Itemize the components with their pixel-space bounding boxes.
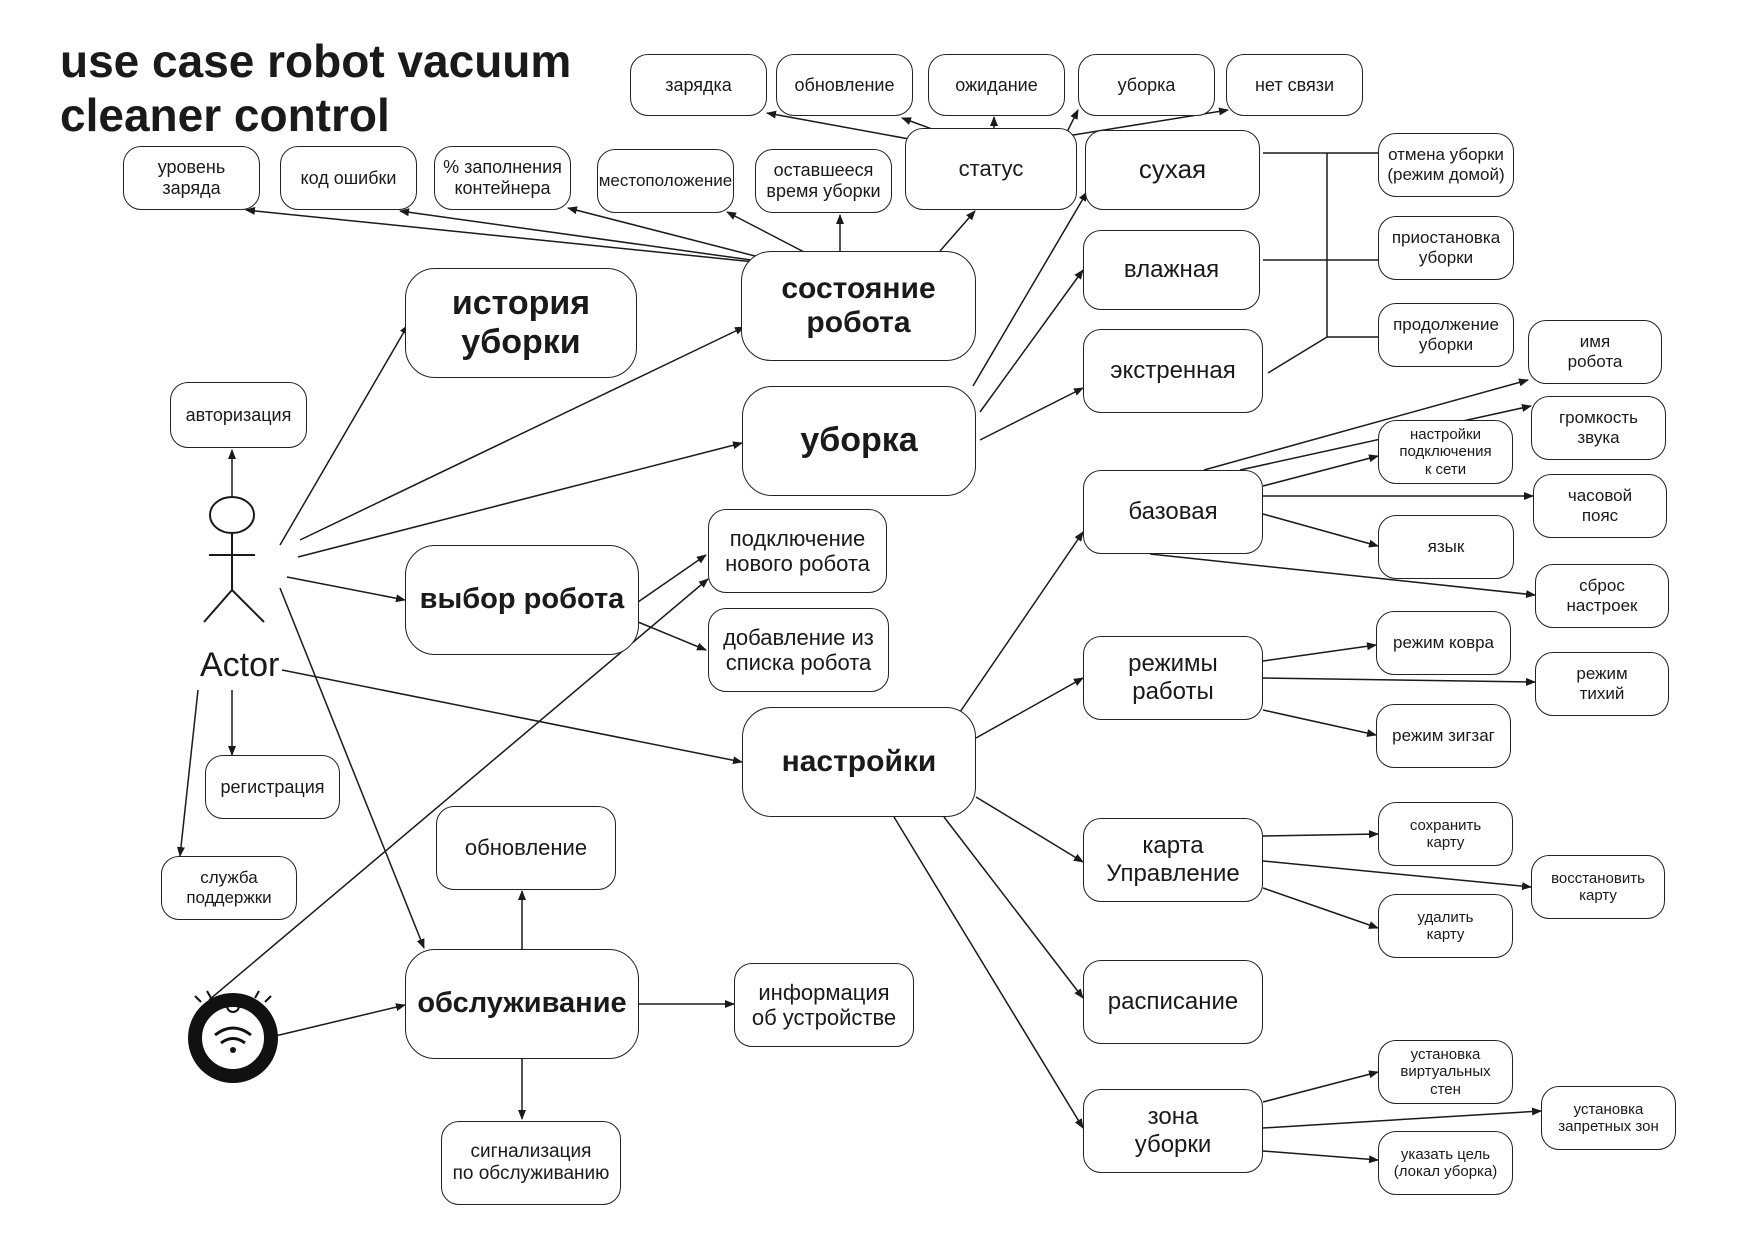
use-case-ustanovka-sten: установка виртуальных стен [1378,1040,1513,1104]
use-case-prodolzhenie: продолжение уборки [1378,303,1514,367]
use-case-uroven-zaryada: уровень заряда [123,146,260,210]
diagram-title-line-1: use case robot vacuum [60,35,572,87]
use-case-podklyuchenie: подключение нового робота [708,509,887,593]
connector-line [939,210,976,252]
use-case-status: статус [905,128,1077,210]
connector-line [281,669,743,765]
use-case-vlazhnaya: влажная [1083,230,1260,310]
connector-line [637,621,707,651]
use-case-zaryadka: зарядка [630,54,767,116]
connector-line [1262,1070,1379,1103]
connector-line [637,554,707,603]
use-case-vybor: выбор робота [405,545,639,655]
use-case-chasovoy: часовой пояс [1533,474,1667,538]
robot-vacuum-wifi-icon [188,990,278,1083]
use-case-uborka-main: уборка [742,386,976,496]
use-case-istoriya: история уборки [405,268,637,378]
connector-line [245,206,795,267]
use-case-yazyk: язык [1378,515,1514,579]
use-case-sukhaya: сухая [1085,130,1260,210]
use-case-rezhim-zigzag: режим зигзаг [1376,704,1511,768]
use-case-sbros: сброс настроек [1535,564,1669,628]
connector-line [1262,1150,1379,1164]
connector-line [959,531,1084,713]
use-case-net-svyazi: нет связи [1226,54,1363,116]
diagram-title-line-2: cleaner control [60,89,390,141]
use-case-dobavlenie: добавление из списка робота [708,608,889,692]
use-case-nastroyki: настройки [742,707,976,817]
use-case-mestopolozhenie: местоположение [597,149,734,213]
use-case-nastroyki-seti: настройки подключения к сети [1378,420,1513,484]
connector-line [1262,454,1379,487]
use-case-imya: имя робота [1528,320,1662,384]
connector-line [972,191,1088,387]
connector-line [1262,830,1379,839]
use-case-udalit: удалить карту [1378,894,1513,958]
use-case-obnovlenie-obsl: обновление [436,806,616,890]
use-case-avtorizaciya: авторизация [170,382,307,448]
use-case-ekstrennaya: экстренная [1083,329,1263,413]
use-case-sokhranit: сохранить карту [1378,802,1513,866]
connector-line [943,816,1084,999]
use-case-zona: зона уборки [1083,1089,1263,1173]
use-case-priostanovka: приостановка уборки [1378,216,1514,280]
actor-figure-icon [203,496,265,623]
connector-line [979,387,1084,441]
connector-line [975,677,1084,739]
connector-line [297,441,743,558]
actor-label: Actor [200,646,280,684]
connector-line [975,796,1084,863]
use-case-obsluzhivanie: обслуживание [405,949,639,1059]
use-case-obnovlenie-status: обновление [776,54,913,116]
use-case-vosstanovit: восстановить карту [1531,855,1665,919]
use-case-zapolnenie: % заполнения контейнера [434,146,571,210]
use-case-rezhim-kovra: режим ковра [1376,611,1511,675]
use-case-informaciya: информация об устройстве [734,963,914,1047]
use-case-bazovaya: базовая [1083,470,1263,554]
use-case-rezhimy: режимы работы [1083,636,1263,720]
connector-line [270,1003,406,1038]
connector-line [1262,1107,1542,1129]
use-case-karta: карта Управление [1083,818,1263,902]
connector-line [1262,887,1379,929]
use-case-signalizaciya: сигнализация по обслуживанию [441,1121,621,1205]
connector-line [1262,642,1377,662]
connector-line [1262,677,1536,686]
use-case-ostavsheesya: оставшееся время уборки [755,149,892,213]
use-case-sostoyanie: состояние робота [741,251,976,361]
connector-line [726,211,807,254]
connector-line [1262,513,1379,548]
use-case-kod-oshibki: код ошибки [280,146,417,210]
connector-line [176,689,199,857]
connector-line [1267,336,1328,374]
connector-line [286,576,406,603]
use-case-otmena: отмена уборки (режим домой) [1378,133,1514,197]
connector-line [399,208,795,267]
use-case-uborka-status: уборка [1078,54,1215,116]
connector-line [979,269,1084,413]
use-case-registraciya: регистрация [205,755,340,819]
use-case-rezhim-tikhiy: режим тихий [1535,652,1669,716]
connector-line [893,816,1084,1129]
use-case-ukazat: указать цель (локал уборка) [1378,1131,1513,1195]
connector-line [1262,709,1377,737]
use-case-raspisanie: расписание [1083,960,1263,1044]
use-case-sluzhba: служба поддержки [161,856,297,920]
use-case-ozhidanie: ожидание [928,54,1065,116]
use-case-zapretnykh: установка запретных зон [1541,1086,1676,1150]
use-case-gromkost: громкость звука [1531,396,1666,460]
